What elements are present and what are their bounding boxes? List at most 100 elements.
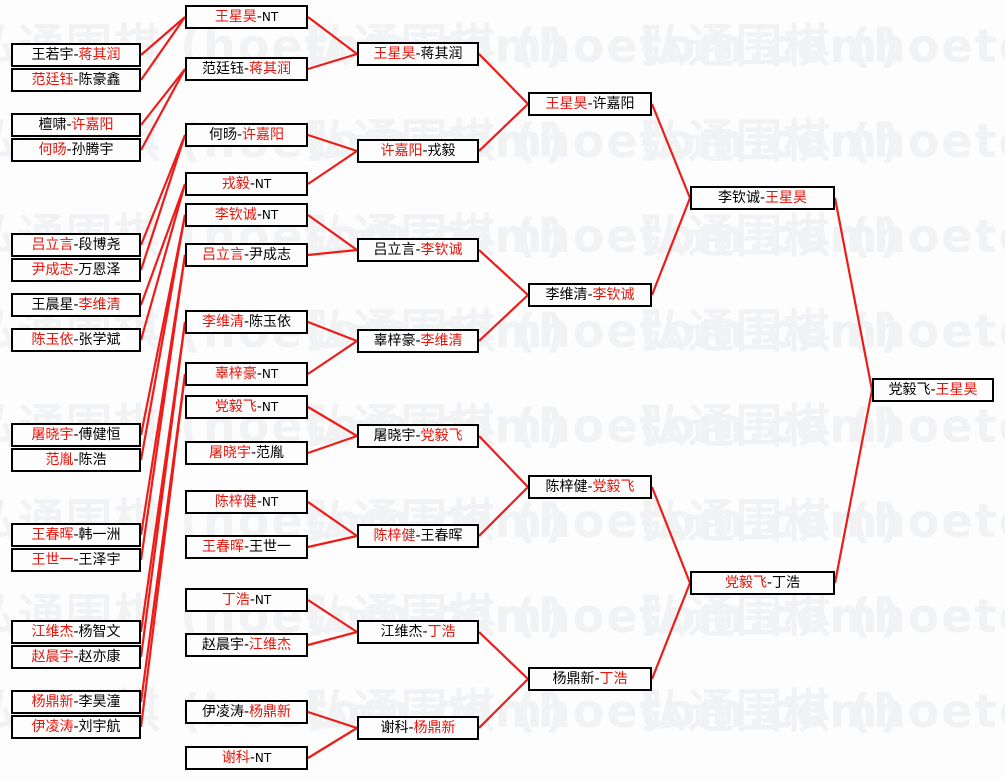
match-box[interactable]: 王星昊-NT [185, 5, 308, 29]
match-box[interactable]: 王晨星-李维清 [11, 293, 141, 317]
player-left: 陈玉依 [31, 332, 74, 348]
match-box[interactable]: 何旸-孙腾宇 [11, 138, 141, 162]
match-box[interactable]: 党毅飞-王星昊 [872, 378, 994, 402]
match-box[interactable]: 何旸-许嘉阳 [185, 123, 308, 147]
player-right: 王星昊 [935, 382, 978, 398]
match-box[interactable]: 戎毅-NT [185, 172, 308, 196]
match-box[interactable]: 许嘉阳-戎毅 [357, 139, 479, 163]
match-box[interactable]: 范廷钰-蒋其润 [185, 57, 308, 81]
match-box[interactable]: 李维清-李钦诚 [528, 283, 652, 307]
vs-separator: - [236, 127, 243, 143]
vs-separator: - [766, 575, 773, 591]
watermark-text: 弘通围棋 (hoetom.com) [640, 770, 1005, 781]
connector-line [307, 133, 358, 153]
player-left: 尹成志 [31, 262, 74, 278]
connector-line [478, 486, 529, 537]
player-left: 何旸 [208, 127, 237, 143]
watermark-text: 弘通围棋 (hoetom.com) [0, 770, 567, 781]
match-box[interactable]: 陈梓健-王春晖 [357, 524, 479, 548]
match-box[interactable]: 屠晓宇-傅健恒 [11, 423, 141, 447]
match-box[interactable]: 王春晖-王世一 [185, 535, 308, 559]
match-box[interactable]: 李维清-陈玉依 [185, 310, 308, 334]
vs-separator: - [587, 96, 593, 112]
match-box[interactable]: 谢科-NT [185, 746, 308, 770]
player-right: 尹成志 [249, 247, 292, 263]
player-left: 王星昊 [214, 9, 257, 25]
player-right: 赵亦康 [78, 649, 121, 665]
vs-separator: - [243, 247, 250, 263]
match-box[interactable]: 谢科-杨鼎新 [357, 716, 479, 740]
connector-line [478, 435, 529, 488]
match-box[interactable]: 赵晨宇-江维杰 [185, 633, 308, 657]
match-box[interactable]: 王星昊-蒋其润 [357, 42, 479, 66]
player-right: 党毅飞 [592, 479, 635, 495]
match-box[interactable]: 尹成志-万恩泽 [11, 258, 141, 282]
match-box[interactable]: 辜梓豪-NT [185, 362, 308, 386]
bye-label: NT [261, 367, 279, 381]
match-box[interactable]: 陈梓健-党毅飞 [528, 475, 652, 499]
player-left: 王星昊 [373, 46, 416, 62]
match-box[interactable]: 屠晓宇-党毅飞 [357, 424, 479, 448]
player-right: 陈豪鑫 [78, 72, 121, 88]
match-box[interactable]: 吕立言-李钦诚 [357, 238, 479, 262]
bye-label: NT [254, 177, 272, 191]
match-box[interactable]: 范廷钰-陈豪鑫 [11, 68, 141, 92]
match-box[interactable]: 江维杰-丁浩 [357, 620, 479, 644]
connector-line [139, 321, 187, 658]
vs-separator: - [256, 366, 262, 382]
match-box[interactable]: 檀啸-许嘉阳 [11, 113, 141, 137]
vs-separator: - [415, 428, 421, 444]
match-box[interactable]: 杨鼎新-李昊潼 [11, 690, 141, 714]
connector-line [139, 183, 187, 341]
player-right: 许嘉阳 [242, 127, 285, 143]
connector-line [307, 710, 358, 730]
vs-separator: - [249, 176, 255, 192]
bye-label: NT [254, 751, 272, 765]
match-box[interactable]: 丁浩-NT [185, 588, 308, 612]
connector-line [650, 582, 692, 680]
vs-separator: - [66, 142, 72, 158]
match-box[interactable]: 王世一-王泽宇 [11, 548, 141, 572]
vs-separator: - [415, 46, 421, 62]
match-box[interactable]: 江维杰-杨智文 [11, 620, 141, 644]
player-right: 陈浩 [78, 452, 107, 468]
connector-line [139, 373, 187, 728]
player-right: 李钦诚 [592, 287, 635, 303]
player-right: 杨鼎新 [413, 720, 456, 736]
player-right: 陈玉依 [249, 314, 292, 330]
connector-line [307, 534, 358, 549]
watermark-text: 弘通围棋 (hoetom.com) [305, 770, 902, 781]
vs-separator: - [73, 72, 79, 88]
player-left: 赵晨宇 [201, 637, 244, 653]
match-box[interactable]: 伊凌涛-刘宇航 [11, 715, 141, 739]
vs-separator: - [250, 445, 257, 461]
match-box[interactable]: 吕立言-尹成志 [185, 243, 308, 267]
match-box[interactable]: 范胤-陈浩 [11, 448, 141, 472]
match-box[interactable]: 王若宇-蒋其润 [11, 43, 141, 67]
connector-line [307, 320, 358, 343]
match-box[interactable]: 李钦诚-王星昊 [690, 186, 835, 210]
match-box[interactable]: 吕立言-段博尧 [11, 233, 141, 257]
match-box[interactable]: 伊凌涛-杨鼎新 [185, 700, 308, 724]
player-left: 屠晓宇 [31, 427, 74, 443]
connector-line [307, 434, 358, 455]
match-box[interactable]: 党毅飞-丁浩 [690, 571, 835, 595]
vs-separator: - [256, 207, 262, 223]
match-box[interactable]: 杨鼎新-丁浩 [528, 667, 652, 691]
match-box[interactable]: 党毅飞-NT [185, 395, 308, 419]
player-right: 蒋其润 [249, 61, 292, 77]
bye-label: NT [261, 400, 279, 414]
player-right: 王星昊 [765, 190, 808, 206]
watermark-text: 弘通围棋 (hoetom.com) [640, 304, 1005, 358]
match-box[interactable]: 王春晖-韩一洲 [11, 523, 141, 547]
match-box[interactable]: 赵晨宇-赵亦康 [11, 645, 141, 669]
vs-separator: - [73, 332, 79, 348]
connector-line [140, 16, 186, 56]
match-box[interactable]: 屠晓宇-范胤 [185, 441, 308, 465]
match-box[interactable]: 辜梓豪-李维清 [357, 329, 479, 353]
match-box[interactable]: 王星昊-许嘉阳 [528, 92, 652, 116]
match-box[interactable]: 李钦诚-NT [185, 203, 308, 227]
match-box[interactable]: 陈梓健-NT [185, 490, 308, 514]
match-box[interactable]: 陈玉依-张学斌 [11, 328, 141, 352]
